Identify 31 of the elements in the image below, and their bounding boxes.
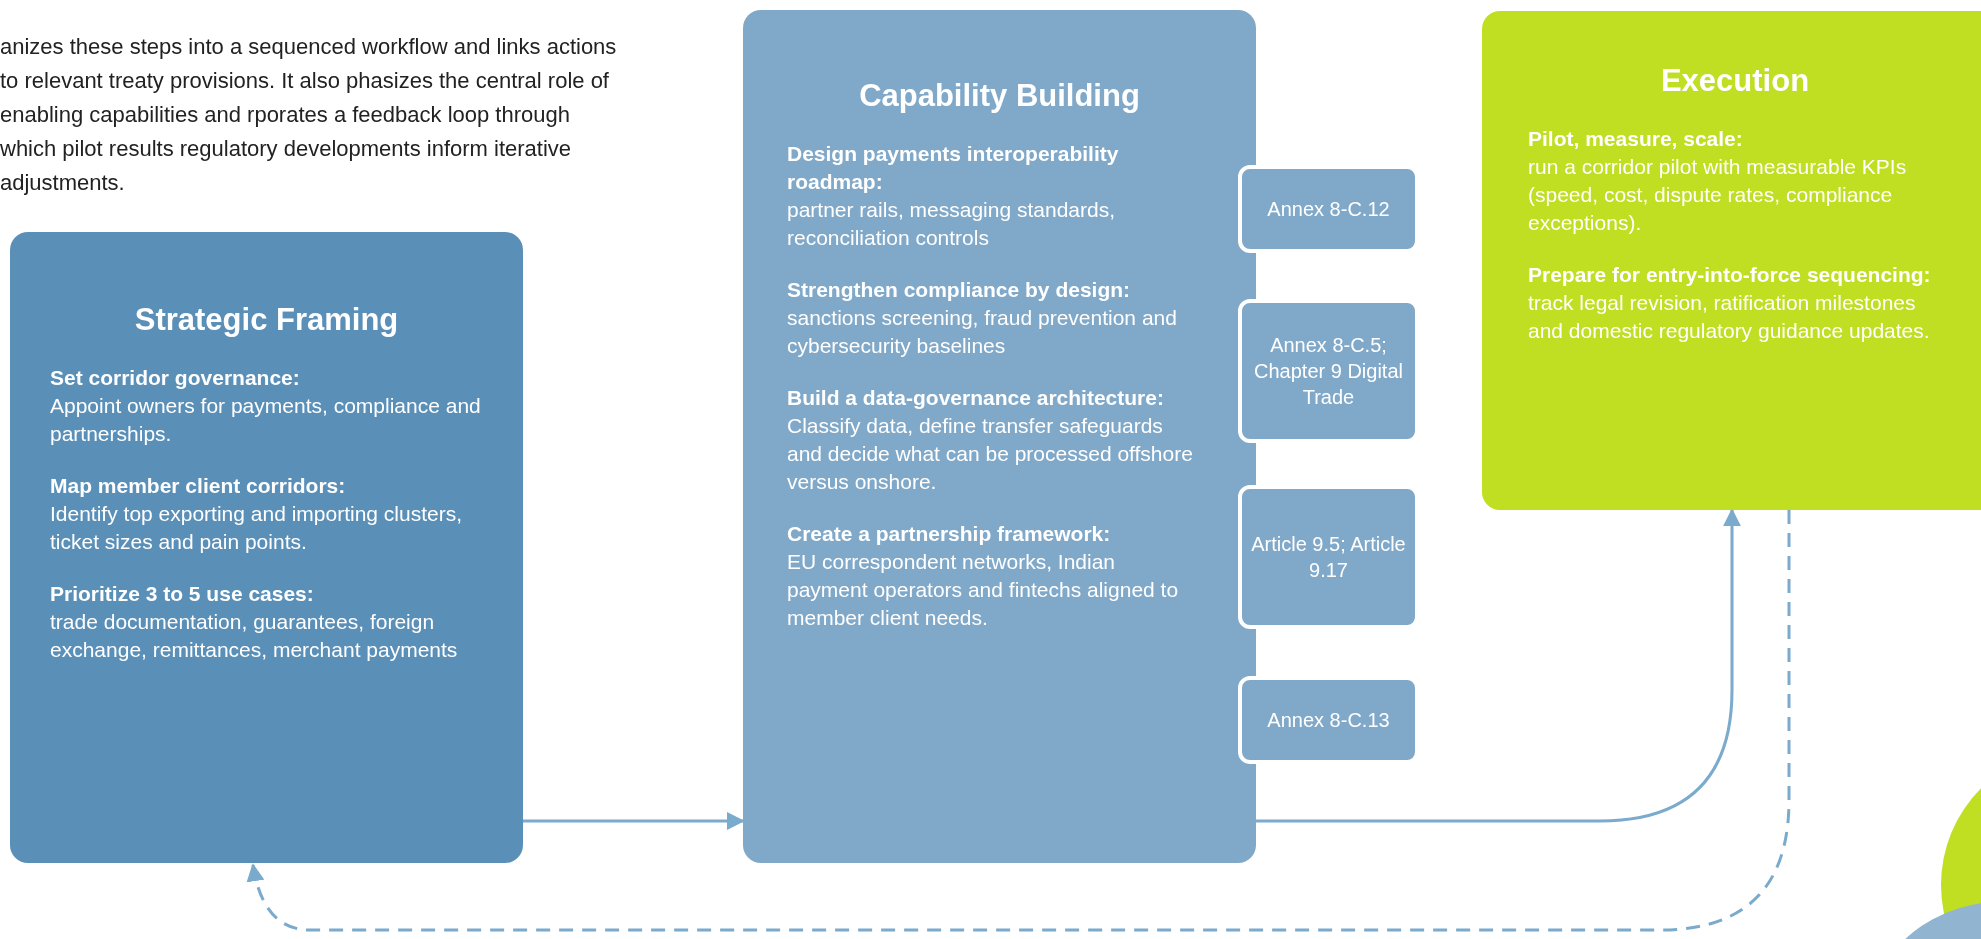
step-heading: Prepare for entry-into-force sequencing: xyxy=(1528,262,1932,288)
step-description: partner rails, messaging standards, reconciliation controls xyxy=(787,197,1116,251)
step-heading: Set corridor governance: xyxy=(50,365,301,391)
step-description: Appoint owners for payments, compliance and partnerships. xyxy=(50,393,482,447)
reference-text: Annex 8-C.12 xyxy=(1267,197,1390,222)
reference-text: Article 9.5; Article 9.17 xyxy=(1250,532,1407,583)
step-description: Classify data, define transfer safeguards and decide what can be processed offshore versus onshore. xyxy=(787,413,1194,495)
stage-title: Strategic Framing xyxy=(133,302,400,338)
stage-title: Capability Building xyxy=(858,78,1141,114)
step-heading: Prioritize 3 to 5 use cases: xyxy=(50,581,315,607)
step-description: sanctions screening, fraud prevention and cybersecurity baselines xyxy=(787,305,1178,359)
stage-panel xyxy=(10,232,523,863)
step-heading: Strengthen compliance by design: xyxy=(787,277,1132,303)
step-heading: Create a partnership framework: xyxy=(787,521,1112,547)
step-heading: Design payments interoperability roadmap: xyxy=(787,141,1120,195)
stage-title: Execution xyxy=(1659,63,1811,99)
arrow xyxy=(247,510,1791,932)
step-description: EU correspondent networks, Indian payment operators and fintechs aligned to member client needs. xyxy=(787,549,1180,631)
step-description: Identify top exporting and importing clusters, ticket sizes and pain points. xyxy=(50,501,464,555)
step-heading: Map member client corridors: xyxy=(50,473,347,499)
arrow xyxy=(1256,508,1741,823)
reference-text: Annex 8-C.5; Chapter 9 Digital Trade xyxy=(1253,333,1404,410)
arrow xyxy=(523,812,745,830)
step-heading: Pilot, measure, scale: xyxy=(1528,126,1744,152)
step-description: track legal revision, ratification milestones and domestic regulatory guidance updates. xyxy=(1528,290,1931,344)
step-heading: Build a data-governance architecture: xyxy=(787,385,1165,411)
step-description: run a corridor pilot with measurable KPIs (speed, cost, dispute rates, compliance exceptions). xyxy=(1528,154,1908,236)
reference-text: Annex 8-C.13 xyxy=(1267,708,1390,733)
stage-panel xyxy=(1482,11,1981,510)
intro-paragraph: anizes these steps into a sequenced workflow and links actions to relevant treaty provisions. It also phasizes the central role of enabling capabilities and rporates a feedback loop through which pilot results regulatory developments inform iterative adjustments. xyxy=(0,33,618,197)
step-description: trade documentation, guarantees, foreign exchange, remittances, merchant payments xyxy=(50,609,459,663)
